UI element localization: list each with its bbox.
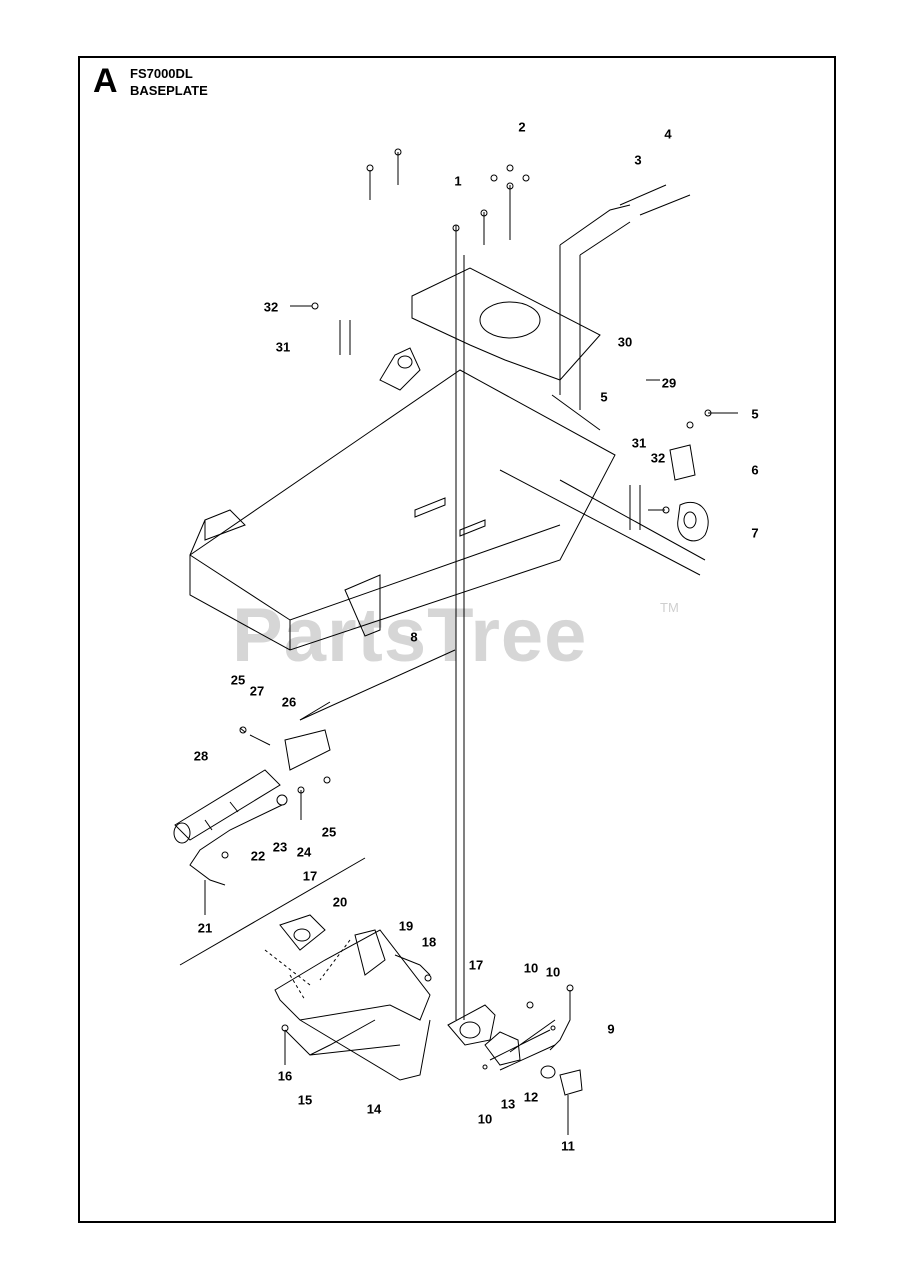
model-name: FS7000DL — [130, 66, 193, 81]
callout-18: 18 — [421, 934, 437, 950]
actuator — [174, 769, 281, 841]
callout-17b: 17 — [302, 868, 318, 884]
callout-32a: 32 — [263, 299, 279, 315]
bracket-17 — [447, 1004, 496, 1046]
callout-14: 14 — [366, 1101, 382, 1117]
bracket-26 — [284, 729, 331, 771]
callout-9: 9 — [607, 1021, 615, 1037]
bracket-20 — [279, 914, 326, 951]
callout-6: 6 — [751, 462, 759, 478]
callout-5b: 5 — [751, 406, 759, 422]
steering-shaft — [455, 255, 465, 1020]
callout-25b: 25 — [321, 824, 337, 840]
callout-31a: 31 — [275, 339, 291, 355]
watermark-tm: TM — [660, 600, 679, 615]
diagram-title: BASEPLATE — [130, 83, 208, 98]
diagram-frame — [78, 56, 836, 1223]
callout-15: 15 — [297, 1092, 313, 1108]
callout-11: 11 — [561, 1138, 575, 1154]
pipe — [551, 204, 631, 431]
callout-28: 28 — [193, 748, 209, 764]
callout-10b: 10 — [545, 964, 561, 980]
callout-1: 1 — [454, 173, 462, 189]
callout-23: 23 — [272, 839, 288, 855]
callout-31b: 31 — [631, 435, 647, 451]
main-frame — [189, 369, 616, 651]
watermark-text: PartsTree — [232, 593, 588, 678]
callout-21: 21 — [197, 920, 213, 936]
callout-17a: 17 — [468, 957, 484, 973]
callout-22: 22 — [250, 848, 266, 864]
section-letter: A — [93, 62, 118, 100]
callout-30: 30 — [617, 334, 633, 350]
pivot-frame — [274, 929, 431, 1021]
callout-32b: 32 — [650, 450, 666, 466]
callout-2: 2 — [518, 119, 526, 135]
callout-8: 8 — [410, 629, 418, 645]
callout-16: 16 — [277, 1068, 293, 1084]
top-plate — [411, 267, 601, 381]
callout-26: 26 — [281, 694, 297, 710]
callout-12: 12 — [523, 1089, 539, 1105]
callout-25a: 25 — [230, 672, 246, 688]
bearing-7 — [677, 501, 709, 542]
callout-10a: 10 — [523, 960, 539, 976]
bracket-6 — [669, 444, 696, 481]
callout-13: 13 — [500, 1096, 516, 1112]
callout-19: 19 — [398, 918, 414, 934]
callout-3: 3 — [634, 152, 642, 168]
callout-20: 20 — [332, 894, 348, 910]
callout-27: 27 — [249, 683, 265, 699]
callout-10c: 10 — [477, 1111, 493, 1127]
callout-5a: 5 — [600, 389, 608, 405]
cable-21 — [189, 804, 283, 886]
plate-hole — [479, 301, 541, 339]
callout-29: 29 — [661, 375, 677, 391]
callout-7: 7 — [751, 525, 759, 541]
callout-24: 24 — [296, 844, 312, 860]
callout-4: 4 — [664, 126, 672, 142]
